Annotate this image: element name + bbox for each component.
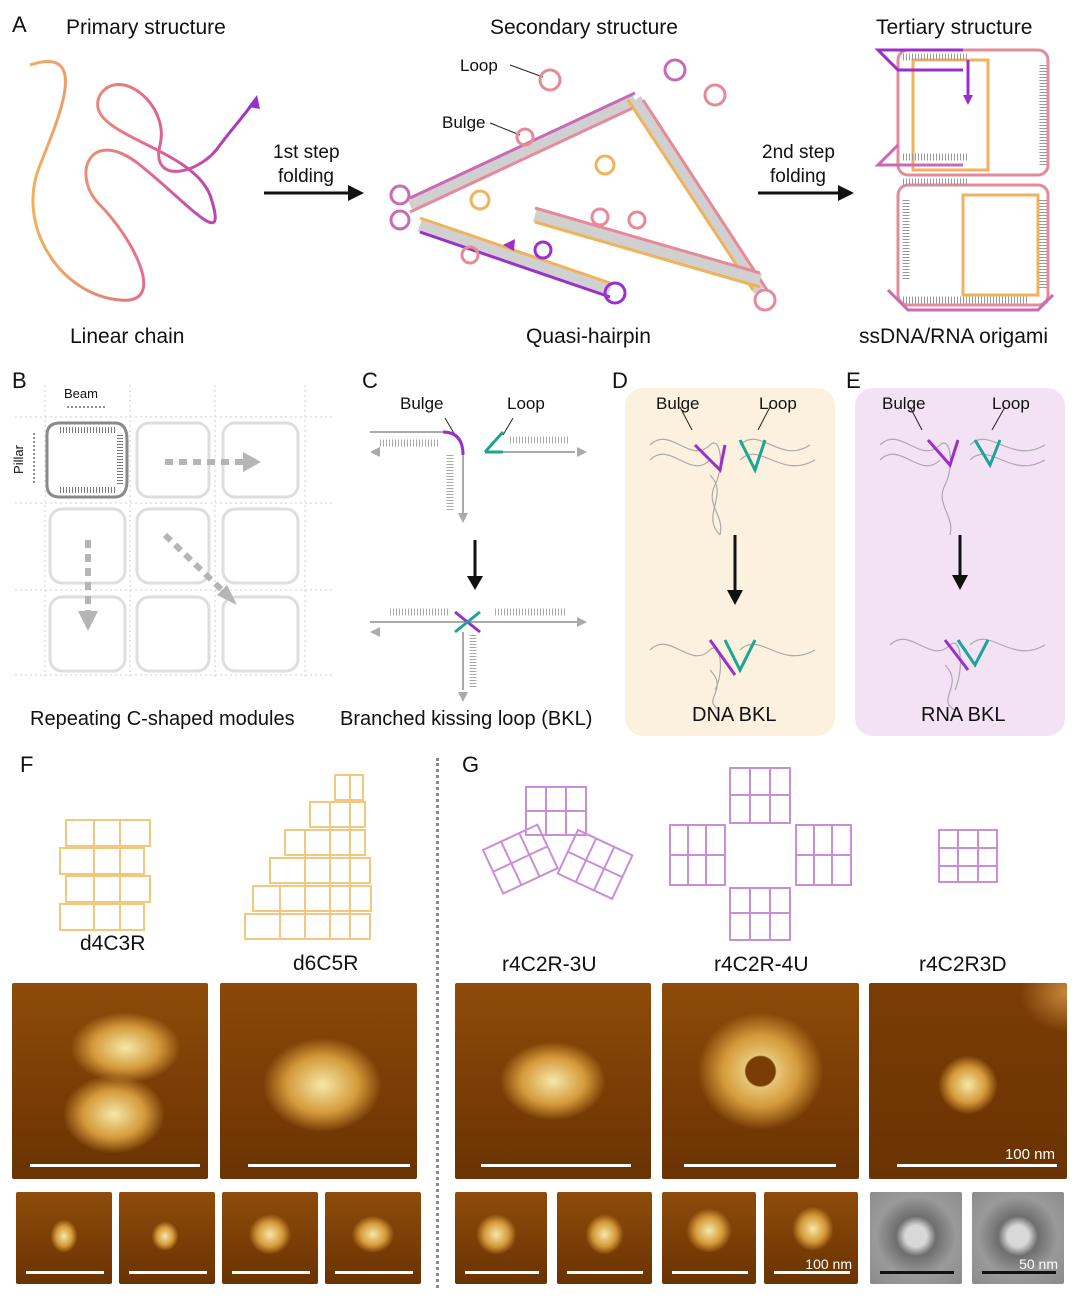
class-average-1 [870, 1192, 962, 1284]
scale-bar [684, 1164, 836, 1167]
bkl-schematic-diagram [370, 417, 587, 702]
scale-bar-label: 100 nm [805, 1256, 852, 1272]
scale-bar [481, 1164, 631, 1167]
scale-bar [897, 1164, 1057, 1167]
afm-thumb-f4 [325, 1192, 421, 1284]
afm-image-d6c5r [220, 983, 417, 1179]
step2-text-line1: 2nd step [762, 142, 835, 163]
panel-letter-d: D [612, 368, 628, 393]
origami-caption: ssDNA/RNA origami [859, 325, 1049, 348]
scale-bar [335, 1271, 413, 1274]
linear-chain-caption: Linear chain [70, 325, 185, 348]
scale-bar [129, 1271, 207, 1274]
afm-image-r4c2r-3u [455, 983, 651, 1179]
bkl-caption: Branched kissing loop (BKL) [340, 708, 593, 730]
scale-bar [465, 1271, 539, 1274]
step2-text-line2: folding [770, 166, 826, 187]
scale-bar [26, 1271, 104, 1274]
primary-structure-title: Primary structure [66, 16, 226, 39]
d4c3r-design [59, 819, 151, 931]
class-average-2: 50 nm [972, 1192, 1064, 1284]
r4c2r-4u-label: r4C2R-4U [714, 953, 809, 976]
c-modules-caption: Repeating C-shaped modules [30, 708, 295, 730]
afm-thumb-f3 [222, 1192, 318, 1284]
r4c2r-3u-label: r4C2R-3U [502, 953, 597, 976]
panel-letter-e: E [846, 368, 861, 393]
linear-chain-diagram [29, 60, 260, 302]
scale-bar [672, 1271, 748, 1274]
step1-arrow-icon [264, 185, 364, 201]
r4c2r3d-design [938, 829, 998, 883]
afm-thumb-g1 [455, 1192, 547, 1284]
d4c3r-label: d4C3R [80, 932, 146, 955]
scale-bar [30, 1164, 200, 1167]
loop-label-c: Loop [507, 394, 545, 413]
panel-letter-b: B [12, 368, 27, 393]
pillar-label: Pillar [10, 445, 26, 474]
step1-text-line1: 1st step [273, 142, 340, 163]
panel-letter-g: G [462, 752, 480, 777]
bulge-label-c: Bulge [400, 394, 444, 413]
tertiary-structure-title: Tertiary structure [876, 16, 1033, 39]
dna-bkl-structure [649, 406, 816, 711]
afm-thumb-g3 [662, 1192, 756, 1284]
quasi-hairpin-caption: Quasi-hairpin [526, 325, 651, 348]
afm-thumb-g4: 100 nm [764, 1192, 858, 1284]
dna-bkl-caption: DNA BKL [692, 704, 777, 726]
beam-label: Beam [64, 386, 98, 401]
afm-thumb-f1 [16, 1192, 112, 1284]
d6c5r-label: d6C5R [293, 952, 359, 975]
scale-bar [774, 1271, 850, 1274]
quasi-hairpin-diagram [389, 58, 777, 312]
d6c5r-design [244, 774, 372, 940]
bulge-label-d: Bulge [656, 394, 700, 413]
scale-bar [982, 1271, 1056, 1274]
afm-image-r4c2r-4u [662, 983, 859, 1179]
loop-label-d: Loop [759, 394, 797, 413]
c-shaped-modules-diagram [15, 385, 335, 680]
step1-text-line2: folding [278, 166, 334, 187]
scale-bar-label: 100 nm [1004, 1146, 1055, 1163]
bulge-label-e: Bulge [882, 394, 926, 413]
loop-label-e: Loop [992, 394, 1030, 413]
step2-arrow-icon [758, 185, 854, 201]
panel-separator [436, 758, 439, 1288]
r4c2r-4u-design [669, 767, 852, 941]
panel-letter-f: F [20, 752, 34, 777]
scale-bar [232, 1271, 310, 1274]
panel-letter-a: A [12, 12, 27, 37]
r4c2r3d-label: r4C2R3D [919, 953, 1007, 976]
afm-thumb-g2 [557, 1192, 652, 1284]
tertiary-origami-diagram [874, 48, 1055, 312]
secondary-structure-title: Secondary structure [490, 16, 678, 39]
scale-bar [880, 1271, 954, 1274]
afm-image-r4c2r3d: 100 nm [869, 983, 1067, 1179]
rna-bkl-caption: RNA BKL [921, 704, 1006, 726]
r4c2r-3u-design [481, 786, 634, 901]
scale-bar [248, 1164, 410, 1167]
dna-bkl-box [625, 388, 835, 736]
panel-letter-c: C [362, 368, 378, 393]
afm-image-d4c3r [12, 983, 208, 1179]
scale-bar-label: 50 nm [1019, 1256, 1058, 1272]
rna-bkl-structure [879, 406, 1046, 711]
afm-thumb-f2 [119, 1192, 215, 1284]
bulge-label-a: Bulge [442, 113, 486, 132]
loop-label-a: Loop [460, 56, 498, 75]
scale-bar [567, 1271, 643, 1274]
